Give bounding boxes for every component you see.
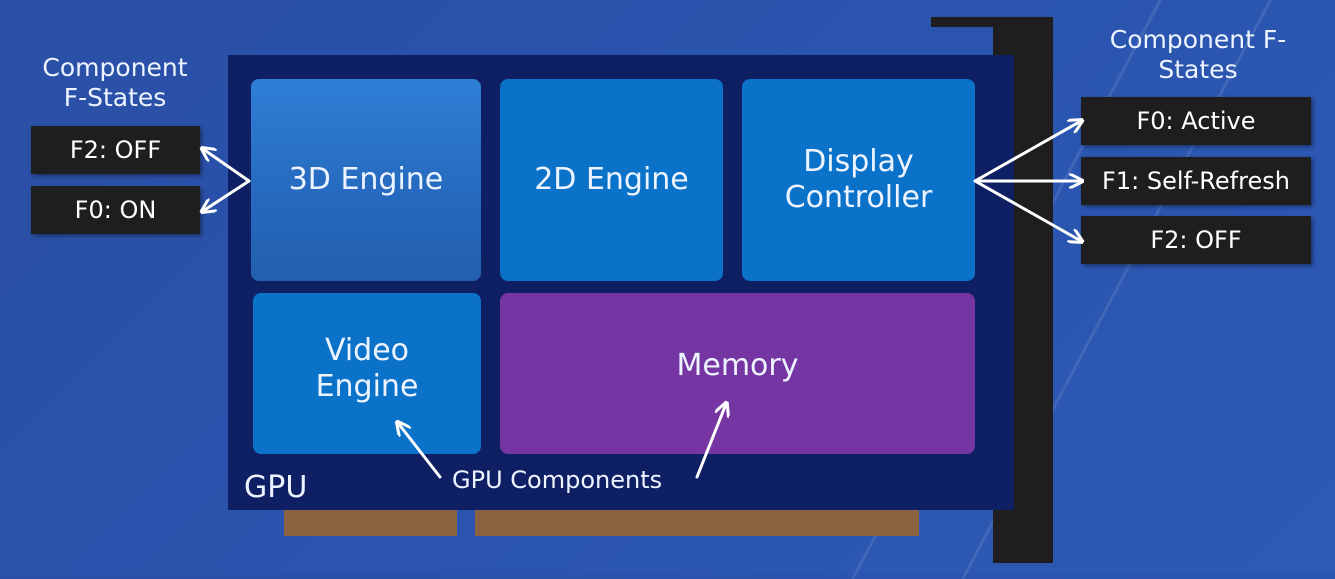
right-state-f0-active-label: F0: Active (1136, 107, 1256, 135)
edge-connector-right (475, 505, 919, 536)
block-2d-engine: 2D Engine (500, 79, 723, 281)
arrow-display-to-f2-off (973, 179, 1081, 241)
block-3d-engine-label: 3D Engine (288, 162, 444, 197)
right-state-f2-off: F2: OFF (1081, 216, 1311, 264)
left-fstates-title: Component F-States (42, 53, 188, 112)
block-memory-label: Memory (676, 347, 799, 383)
arrow-components-to-video (398, 423, 442, 479)
right-state-f2-off-label: F2: OFF (1150, 226, 1242, 254)
block-3d-engine: 3D Engine (251, 79, 481, 281)
left-state-f2-off-label: F2: OFF (69, 136, 162, 164)
right-fstates-title: Component F-States (1109, 25, 1287, 84)
gpu-components-label: GPU Components (452, 466, 663, 494)
bracket-top (931, 17, 1053, 27)
block-display-controller: Display Controller (742, 79, 975, 281)
edge-connector-left (284, 505, 457, 536)
gpu-label: GPU (244, 470, 308, 505)
left-state-f0-on: F0: ON (31, 186, 200, 234)
block-2d-engine-label: 2D Engine (534, 162, 689, 197)
block-video-engine: Video Engine (253, 293, 481, 454)
block-display-controller-label: Display Controller (784, 144, 933, 215)
arrow-display-to-f0-active (973, 121, 1081, 183)
block-memory: Memory (500, 293, 975, 454)
arrow-3d-to-f2-off (203, 149, 251, 183)
right-state-f0-active: F0: Active (1081, 97, 1311, 145)
arrow-components-to-memory (695, 404, 726, 479)
left-state-f0-on-label: F0: ON (74, 196, 157, 224)
arrow-3d-to-f0-on (203, 179, 251, 211)
right-state-f1-self-refresh-label: F1: Self-Refresh (1102, 167, 1290, 195)
left-state-f2-off: F2: OFF (31, 126, 200, 174)
block-video-engine-label: Video Engine (315, 333, 419, 404)
right-state-f1-self-refresh: F1: Self-Refresh (1081, 157, 1311, 205)
